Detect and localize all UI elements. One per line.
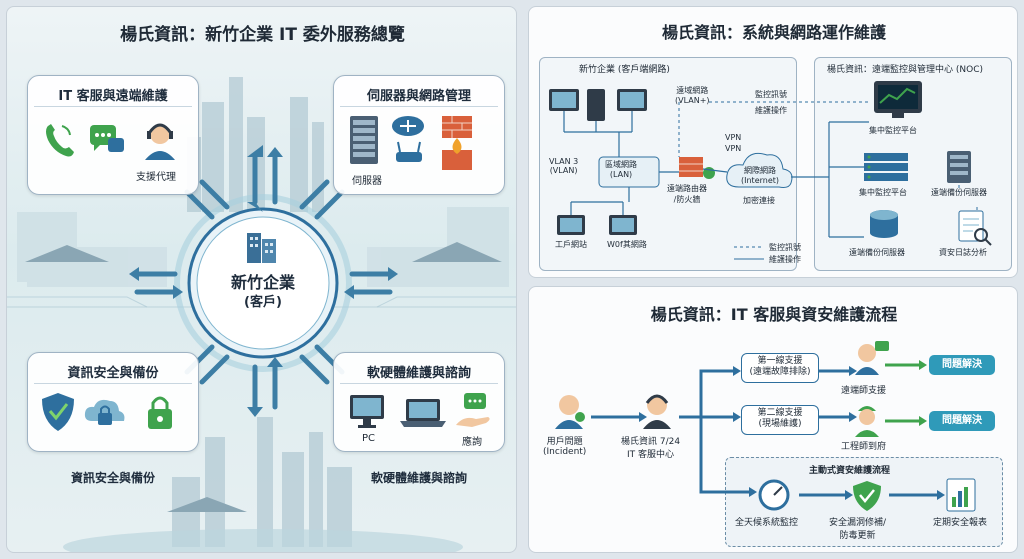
client-box-label: 新竹企業 (客戶端網路)	[579, 65, 670, 75]
network-diagram	[549, 81, 992, 260]
flow-panel: 楊氏資訊：IT 客服與資安維護流程 第一線支援 (遠端故障排除) 第二線支援 (…	[528, 286, 1018, 553]
vlan-label: VLAN 3 (VLAN)	[549, 157, 579, 175]
user-label: 用戶問題 (Incident)	[543, 437, 587, 457]
workstation-label: 工戶網站	[555, 240, 587, 249]
router-icon	[392, 116, 424, 136]
server-icons	[350, 116, 472, 170]
patch-label: 安全漏洞修補/ 防毒更新	[829, 518, 887, 541]
monitor-label: 全天候系統監控	[735, 518, 799, 528]
noc-box-label: 楊氏資訊：遠端監控與管理中心 (NOC)	[827, 65, 983, 75]
log-analysis-icon	[958, 210, 992, 246]
engineer2-label: 工程師到府	[841, 442, 887, 452]
pc-monitor-icon	[350, 395, 384, 428]
overview-title: 楊氏資訊：新竹企業 IT 委外服務總覽	[120, 25, 405, 45]
resolve-pill-2: 問題解決	[929, 411, 995, 431]
support-agent-icon	[145, 123, 175, 160]
hw-caption: 軟硬體維護與諮詢	[370, 471, 467, 485]
legend-maint-label: 維護操作	[769, 255, 801, 264]
network-title: 楊氏資訊：系統與網路運作維護	[661, 23, 886, 42]
platform-top-label: 集中監控平台	[869, 126, 917, 135]
database-icon	[870, 210, 898, 238]
hub-name: 新竹企業	[230, 273, 295, 292]
wifi-label: W0f其網路	[607, 240, 647, 249]
hub-sub: (客戶)	[244, 295, 282, 310]
call-center-icon	[643, 394, 671, 429]
vpn-label-1: VPN	[725, 133, 742, 142]
card-it-title: IT 客服與遠端維護	[58, 89, 168, 104]
log-analysis-label: 資安日誌分析	[939, 248, 987, 257]
backup-server-icon	[947, 151, 971, 183]
user-icon	[555, 395, 585, 429]
tier1-box: 第一線支援 (遠端故障排除)	[741, 353, 819, 383]
monitor-signal-label: 監控訊號	[755, 90, 787, 99]
shield-check-icon	[853, 481, 881, 511]
router-label: 遠端路由器 /防火牆	[667, 184, 707, 204]
building-icon	[247, 233, 276, 263]
server-rack-icon	[350, 116, 378, 164]
maint-op-label: 維護操作	[755, 106, 787, 115]
monitoring-platform-icon	[874, 81, 922, 118]
card-server-network: 伺服器與網路管理 伺服器	[333, 75, 505, 195]
report-label: 定期安全報表	[933, 518, 988, 528]
proactive-label: 主動式資安維護流程	[809, 466, 891, 476]
flow-diagram	[555, 341, 976, 512]
platform-mid-label: 集中監控平台	[859, 188, 907, 197]
firewall-fire-icon	[442, 138, 472, 170]
engineer-icon-2	[855, 406, 879, 437]
card-server-title: 伺服器與網路管理	[366, 89, 471, 104]
server-label: 伺服器	[352, 176, 382, 187]
center-label: 楊氏資訊 7/24 IT 客服中心	[621, 437, 681, 460]
wifi-router-icon	[396, 141, 422, 162]
internet-cloud-icon	[726, 152, 793, 188]
card-sec-title: 資訊安全與備份	[67, 366, 159, 381]
overview-background	[7, 77, 516, 552]
hw-icons	[350, 393, 490, 428]
consult-hand-icon	[456, 393, 490, 427]
overview-panel: 楊氏資訊：新竹企業 IT 委外服務總覽 新竹企業 (客戶) IT 客服與遠端維護…	[6, 6, 517, 553]
vpn-label-2: VPN	[725, 144, 742, 153]
pc-label: PC	[362, 433, 376, 444]
engineer1-label: 遠端師支援	[841, 386, 887, 396]
chat-icon	[90, 125, 124, 152]
laptop-icon	[400, 399, 446, 427]
internet-label: 網際網路 (Internet)	[741, 166, 780, 185]
card-hw-title: 軟硬體維護與諮詢	[366, 366, 471, 381]
remote-vlan-label: 遠域網路 (VLAN+)	[675, 86, 710, 105]
card-security-backup: 資訊安全與備份	[27, 352, 199, 452]
monitor-server-icon	[864, 153, 908, 181]
tier2-box: 第二線支援 (現場維護)	[741, 405, 819, 435]
it-icons	[46, 123, 175, 160]
phone-icon	[46, 124, 74, 157]
shield-icon	[42, 393, 74, 431]
lan-label: 區域網路 (LAN)	[605, 160, 637, 179]
padlock-icon	[148, 396, 172, 429]
security-icons	[42, 393, 172, 431]
network-panel: 楊氏資訊：系統與網路運作維護 新竹企業 (客戶端網路) 楊氏資訊：遠端監控與管理…	[528, 6, 1018, 278]
engineer-icon-1	[855, 341, 889, 375]
backup-db-label: 遠端備份伺服器	[849, 248, 905, 257]
sec-caption: 資訊安全與備份	[70, 471, 155, 485]
router-firewall-icon	[679, 157, 715, 179]
monitor-gauge-icon	[758, 479, 790, 511]
card-hw-consult: 軟硬體維護與諮詢 PC 應詢	[333, 352, 505, 452]
resolve-pill-1: 問題解決	[929, 355, 995, 375]
encrypted-label: 加密連接	[743, 196, 775, 205]
agent-label: 支援代理	[136, 172, 176, 183]
cloud-lock-icon	[84, 399, 125, 425]
hub-arrows	[134, 154, 393, 410]
consult-label: 應詢	[462, 437, 482, 448]
flow-title: 楊氏資訊：IT 客服與資安維護流程	[650, 305, 898, 324]
card-it-support: IT 客服與遠端維護 支援代理	[27, 75, 199, 195]
legend-monitor-label: 監控訊號	[769, 243, 801, 252]
firewall-icon	[442, 116, 472, 138]
backup-server-label: 遠端備份伺服器	[931, 188, 987, 197]
report-icon	[946, 478, 976, 512]
